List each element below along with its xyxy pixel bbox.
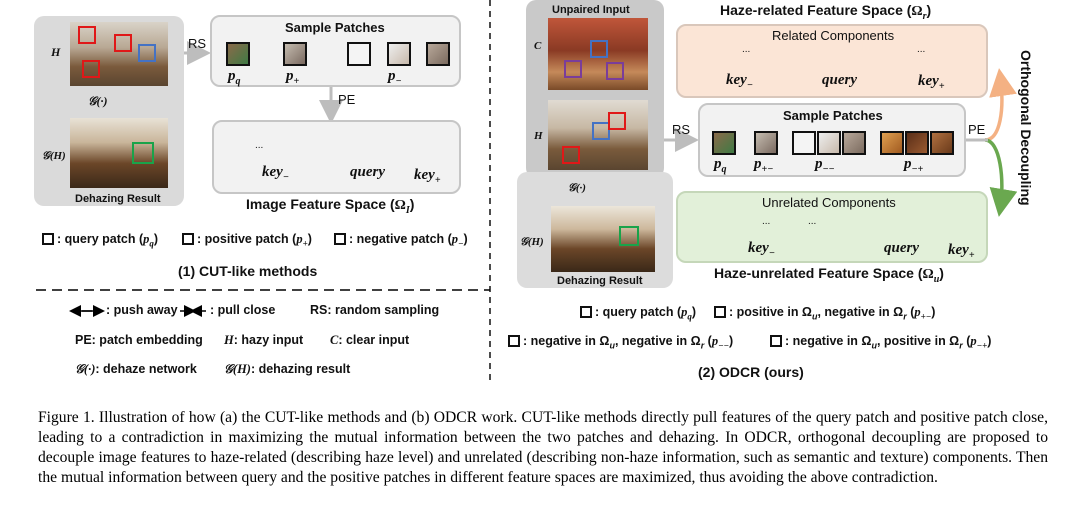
label-c-right: C: [534, 40, 542, 52]
dots-unrelated-1: ...: [762, 216, 771, 227]
dots-unrelated-2: ...: [808, 216, 817, 227]
patch-mm-2-right: [817, 131, 841, 155]
label-query-related: query: [822, 72, 857, 88]
figure-caption: Figure 1. Illustration of how (a) the CU…: [38, 409, 1048, 486]
label-h-left: H: [51, 45, 61, 59]
g-func-left: 𝒢(·): [88, 94, 108, 108]
label-pminus-left: p−: [388, 68, 402, 87]
g-func-right: 𝒢(·): [568, 182, 586, 194]
related-components-title: Related Components: [772, 28, 895, 43]
patch-negative-1-left: [347, 42, 371, 66]
legend-rs-text: RS: random sampling: [310, 303, 440, 317]
pe-label-right: PE: [968, 122, 986, 137]
label-key-plus-unrelated: key+: [948, 242, 975, 261]
legend-neg-mp-right: : negative in Ωu, positive in Ωr (p−+): [770, 334, 991, 351]
rs-label-right: RS: [672, 122, 691, 137]
patch-mp-1-right: [880, 131, 904, 155]
rs-label-left: RS: [188, 36, 207, 51]
clear-image-right: [548, 18, 648, 90]
legend-positive-left: : positive patch (p+): [182, 232, 312, 249]
dehazing-result-right: Dehazing Result: [557, 275, 643, 287]
legend-query-right: : query patch (pq): [580, 305, 696, 322]
legend-g-text: 𝒢(·): dehaze network: [75, 362, 197, 376]
dots-left: ...: [255, 140, 264, 151]
unrelated-components-title: Unrelated Components: [762, 195, 896, 210]
haze-unrelated-title: Haze-unrelated Feature Space (Ωu): [714, 265, 944, 285]
patch-query-right: [712, 131, 736, 155]
legend-c-text: C: clear input: [330, 333, 410, 347]
dehazed-image-left: [70, 118, 168, 188]
label-query-left: query: [350, 164, 385, 180]
label-query-unrelated: query: [884, 240, 919, 256]
label-pmp-right: p−+: [904, 156, 924, 175]
sample-patches-title-right: Sample Patches: [783, 108, 883, 123]
unpaired-input-label: Unpaired Input: [552, 4, 630, 16]
legend-push-text: : push away: [106, 303, 178, 317]
haze-related-title: Haze-related Feature Space (Ωr): [720, 2, 932, 22]
patch-negative-3-left: [426, 42, 450, 66]
sample-patches-title-left: Sample Patches: [285, 20, 385, 35]
image-feature-space-title: Image Feature Space (ΩI): [246, 196, 415, 216]
label-pplus-left: p+: [286, 68, 300, 87]
patch-mm-3-right: [842, 131, 866, 155]
label-h-right: H: [534, 130, 543, 142]
legend-query-left: : query patch (pq): [42, 232, 158, 249]
right-title: (2) ODCR (ours): [698, 364, 804, 380]
dots-related-1: ...: [742, 44, 751, 55]
label-key-minus-unrelated: key−: [748, 240, 775, 259]
patch-pm-right: [754, 131, 778, 155]
label-pmm-right: p−−: [815, 156, 835, 175]
label-key-plus-left: key+: [414, 167, 441, 186]
patch-mm-1-right: [792, 131, 816, 155]
dots-related-2: ...: [917, 44, 926, 55]
pe-label-left: PE: [338, 92, 356, 107]
legend-pe-text: PE: patch embedding: [75, 333, 203, 347]
label-gh-left: 𝒢(H): [42, 150, 66, 162]
orthogonal-decoupling-label: Orthogonal Decoupling: [1018, 50, 1034, 206]
legend-negative-left: : negative patch (p−): [334, 232, 468, 249]
label-key-minus-left: key−: [262, 164, 289, 183]
hazy-image-right: [548, 100, 648, 170]
label-gh-right: 𝒢(H): [520, 236, 544, 248]
dehazing-result-left: Dehazing Result: [75, 193, 161, 205]
patch-negative-2-left: [387, 42, 411, 66]
label-key-plus-related: key+: [918, 73, 945, 92]
unrelated-components-panel: [676, 191, 988, 263]
related-components-panel: [676, 24, 988, 98]
label-pq-left: pq: [228, 68, 241, 87]
hazy-image-left: [70, 22, 168, 86]
label-key-minus-related: key−: [726, 72, 753, 91]
image-feature-space-panel: [212, 120, 461, 194]
patch-positive-left: [283, 42, 307, 66]
patch-query-left: [226, 42, 250, 66]
label-ppm-right: p+−: [754, 156, 774, 175]
patch-mp-2-right: [905, 131, 929, 155]
legend-positive-right: : positive in Ωu, negative in Ωr (p+−): [714, 305, 935, 322]
left-title: (1) CUT-like methods: [178, 263, 318, 279]
label-pq-right: pq: [714, 156, 727, 175]
sample-patches-panel-left: [210, 15, 461, 87]
legend-gh-text: 𝒢(H): dehazing result: [224, 362, 351, 376]
legend-h-text: H: hazy input: [224, 333, 304, 347]
legend-neg-mm-right: : negative in Ωu, negative in Ωr (p−−): [508, 334, 733, 351]
patch-mp-3-right: [930, 131, 954, 155]
legend-pull-text: : pull close: [210, 303, 276, 317]
dehazed-image-right: [551, 206, 655, 272]
